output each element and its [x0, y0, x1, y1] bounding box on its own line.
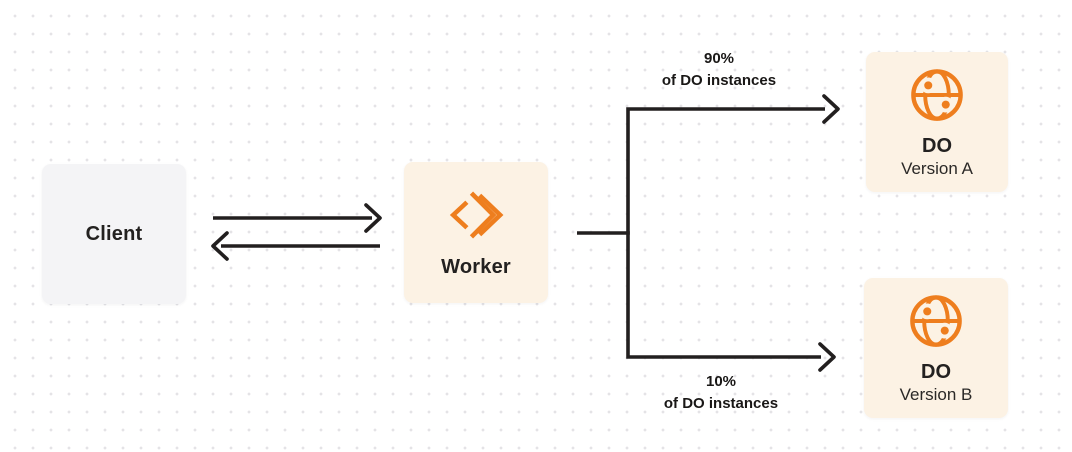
bottom-branch-arrowhead [818, 342, 836, 372]
globe-icon [909, 65, 965, 123]
bottom-branch-percent: 10% [705, 373, 737, 390]
worker-label: Worker [441, 256, 511, 278]
top-branch-percent: 90% [703, 50, 735, 67]
worker-node: Worker [404, 162, 548, 303]
workers-chevrons-icon [445, 186, 507, 244]
bottom-branch-caption: of DO instances [663, 395, 779, 412]
client-node: Client [42, 164, 186, 304]
bottom-branch-label: 10% of DO instances [616, 371, 826, 415]
do-version-b-node: DO Version B [864, 278, 1008, 418]
do-a-title: DO [922, 135, 952, 157]
do-version-a-node: DO Version A [866, 52, 1008, 192]
top-branch-arrowhead [822, 94, 840, 124]
top-branch-label: 90% of DO instances [614, 48, 824, 92]
globe-icon [908, 291, 964, 349]
worker-to-client-arrow [211, 231, 380, 261]
do-a-subtitle: Version A [901, 159, 973, 178]
top-branch-caption: of DO instances [661, 72, 777, 89]
do-b-subtitle: Version B [899, 385, 973, 404]
client-label: Client [85, 222, 143, 245]
client-to-worker-arrow [213, 203, 382, 233]
do-b-title: DO [921, 361, 951, 383]
fork-line [577, 107, 825, 359]
